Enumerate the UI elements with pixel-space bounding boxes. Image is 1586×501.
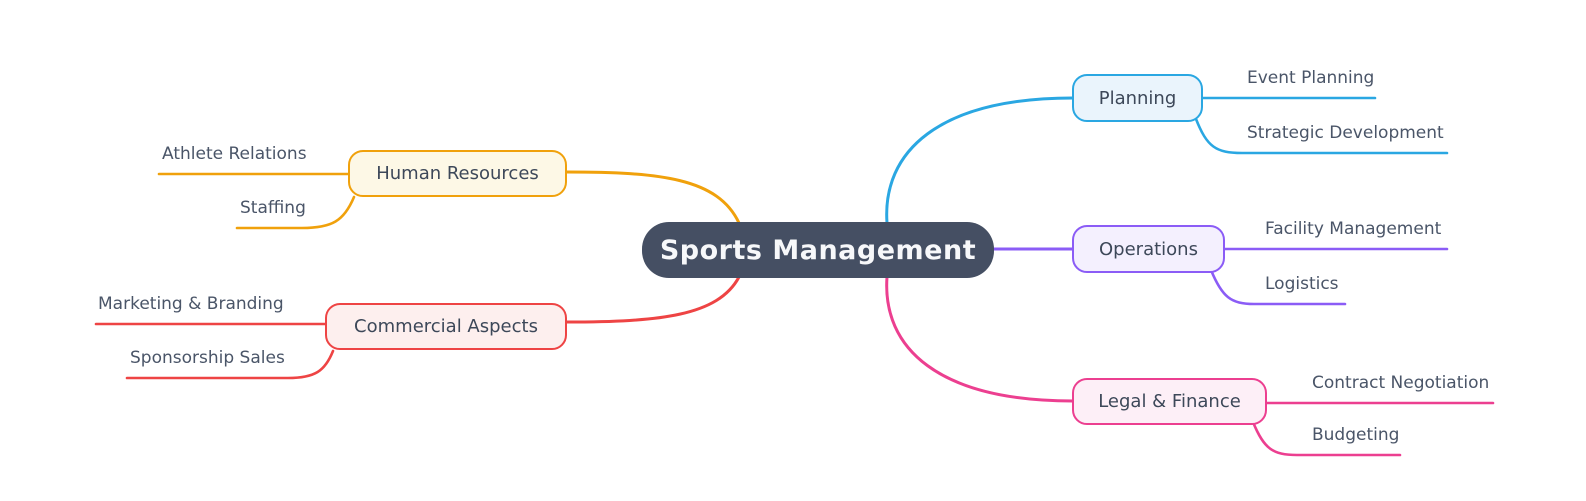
leaf-label-contract-negotiation: Contract Negotiation bbox=[1312, 373, 1490, 393]
edge-root-planning bbox=[885, 96, 1075, 225]
branch-node-planning: Planning bbox=[1072, 74, 1203, 122]
leaf-label-marketing-branding: Marketing & Branding bbox=[98, 294, 284, 314]
leaf-label-sponsorship-sales: Sponsorship Sales bbox=[130, 348, 285, 368]
branch-node-operations-label: Operations bbox=[1099, 238, 1198, 260]
leaf-line-logistics bbox=[1209, 268, 1347, 306]
leaf-line-sponsorship-sales bbox=[125, 349, 335, 380]
branch-node-planning-label: Planning bbox=[1098, 87, 1177, 109]
leaf-label-athlete-relations: Athlete Relations bbox=[162, 144, 307, 164]
root-node-label: Sports Management bbox=[659, 234, 977, 266]
branch-node-operations: Operations bbox=[1072, 225, 1225, 273]
edge-root-commercial-aspects bbox=[564, 275, 741, 324]
leaf-label-event-planning: Event Planning bbox=[1247, 68, 1375, 88]
leaf-label-strategic-development: Strategic Development bbox=[1247, 123, 1444, 143]
edge-root-legal-finance bbox=[885, 275, 1075, 403]
edge-root-human-resources bbox=[564, 170, 741, 225]
branch-node-human-resources-label: Human Resources bbox=[376, 163, 539, 184]
branch-node-legal-finance-label: Legal & Finance bbox=[1098, 391, 1241, 412]
leaf-label-budgeting: Budgeting bbox=[1312, 425, 1400, 445]
leaf-label-logistics: Logistics bbox=[1265, 274, 1339, 294]
branch-node-commercial-aspects: Commercial Aspects bbox=[325, 303, 567, 350]
branch-node-human-resources: Human Resources bbox=[348, 150, 567, 197]
leaf-line-staffing bbox=[235, 195, 356, 230]
leaf-label-facility-management: Facility Management bbox=[1265, 219, 1442, 239]
leaf-line-budgeting bbox=[1251, 420, 1402, 457]
leaf-label-staffing: Staffing bbox=[240, 198, 306, 218]
branch-node-commercial-aspects-label: Commercial Aspects bbox=[354, 316, 538, 337]
leaf-line-strategic-development bbox=[1194, 117, 1449, 155]
root-node: Sports Management bbox=[642, 222, 994, 278]
branch-node-legal-finance: Legal & Finance bbox=[1072, 378, 1267, 425]
